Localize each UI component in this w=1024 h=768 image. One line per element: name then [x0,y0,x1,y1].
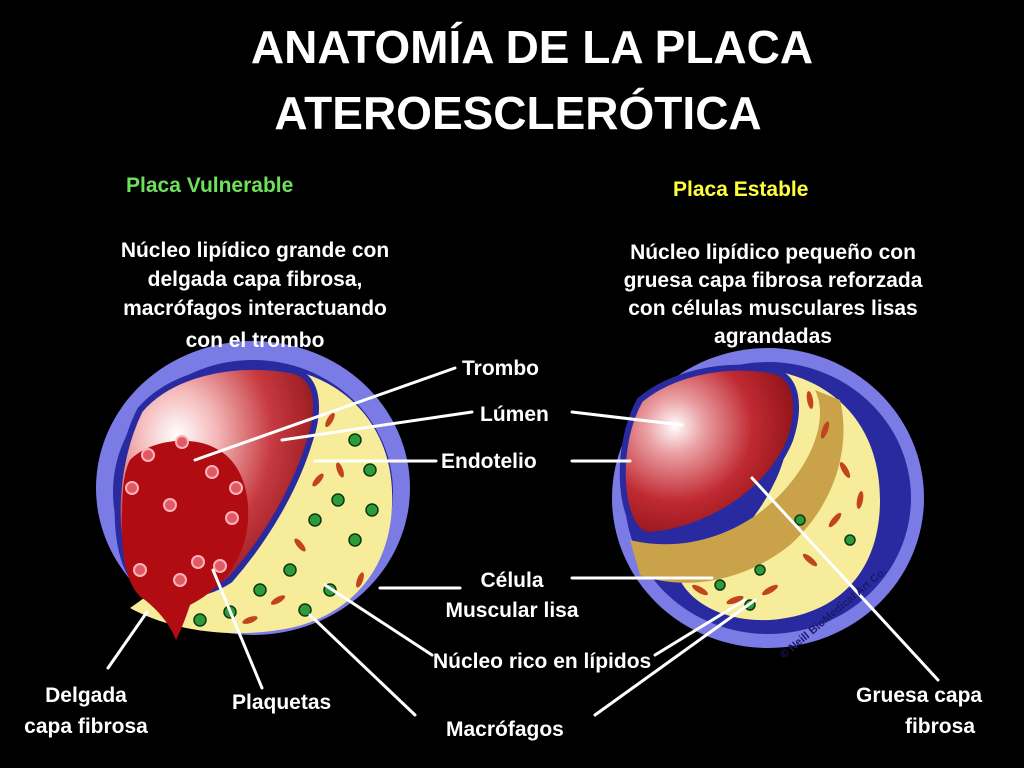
leader-trombo [193,366,457,462]
platelets [125,435,243,587]
vulnerable-description-3: macrófagos interactuando [123,297,387,320]
stable-plaque-illustration [612,348,924,648]
leader-lumen-left [280,410,474,442]
leader-delgada [106,610,149,670]
label-lumen: Lúmen [480,403,549,426]
vulnerable-description-4: con el trombo [185,329,325,352]
lumen-stable [619,364,799,539]
label-gruesa-line1: Gruesa capa [856,684,983,707]
leader-nucleo-right [653,598,747,657]
vulnerable-heading: Placa Vulnerable [126,174,294,197]
label-celula-line2: Muscular lisa [445,599,579,622]
leader-plaquetas [211,568,264,690]
smooth-muscle-cells-stable [692,391,864,605]
thick-cap-band [630,390,844,583]
label-trombo: Trombo [462,357,539,380]
label-macrofagos: Macrófagos [446,718,564,741]
leader-lumen-right [570,410,684,427]
leader-macrofagos-right [593,598,757,717]
leader-gruesa [750,476,940,682]
thrombus [122,440,249,640]
label-endotelio: Endotelio [441,450,537,473]
vulnerable-plaque-illustration [96,341,410,640]
label-plaquetas: Plaquetas [232,691,332,714]
stable-description-4: agrandadas [714,325,832,348]
vulnerable-description-2: delgada capa fibrosa, [147,268,363,291]
stable-description-1: Núcleo lipídico pequeño con [630,241,916,264]
label-gruesa-line2: fibrosa [904,715,975,738]
leader-macrofagos-left [308,613,417,717]
smooth-muscle-cells-vulnerable [242,412,364,624]
leader-lines [106,366,940,717]
stable-description-3: con células musculares lisas [628,297,918,320]
leader-nucleo [323,583,434,657]
label-nucleo: Núcleo rico en lípidos [433,650,652,673]
label-delgada-line2: capa fibrosa [24,715,148,738]
label-celula-line1: Célula [480,569,544,592]
macrophages-vulnerable [193,433,379,627]
stable-description-2: gruesa capa fibrosa reforzada [623,269,923,292]
title-line2: ATEROESCLERÓTICA [274,87,762,139]
label-delgada-line1: Delgada [45,684,127,707]
title-line1: ANATOMÍA DE LA PLACA [250,21,814,73]
vulnerable-description-1: Núcleo lipídico grande con [120,239,390,262]
stable-heading: Placa Estable [673,178,809,201]
